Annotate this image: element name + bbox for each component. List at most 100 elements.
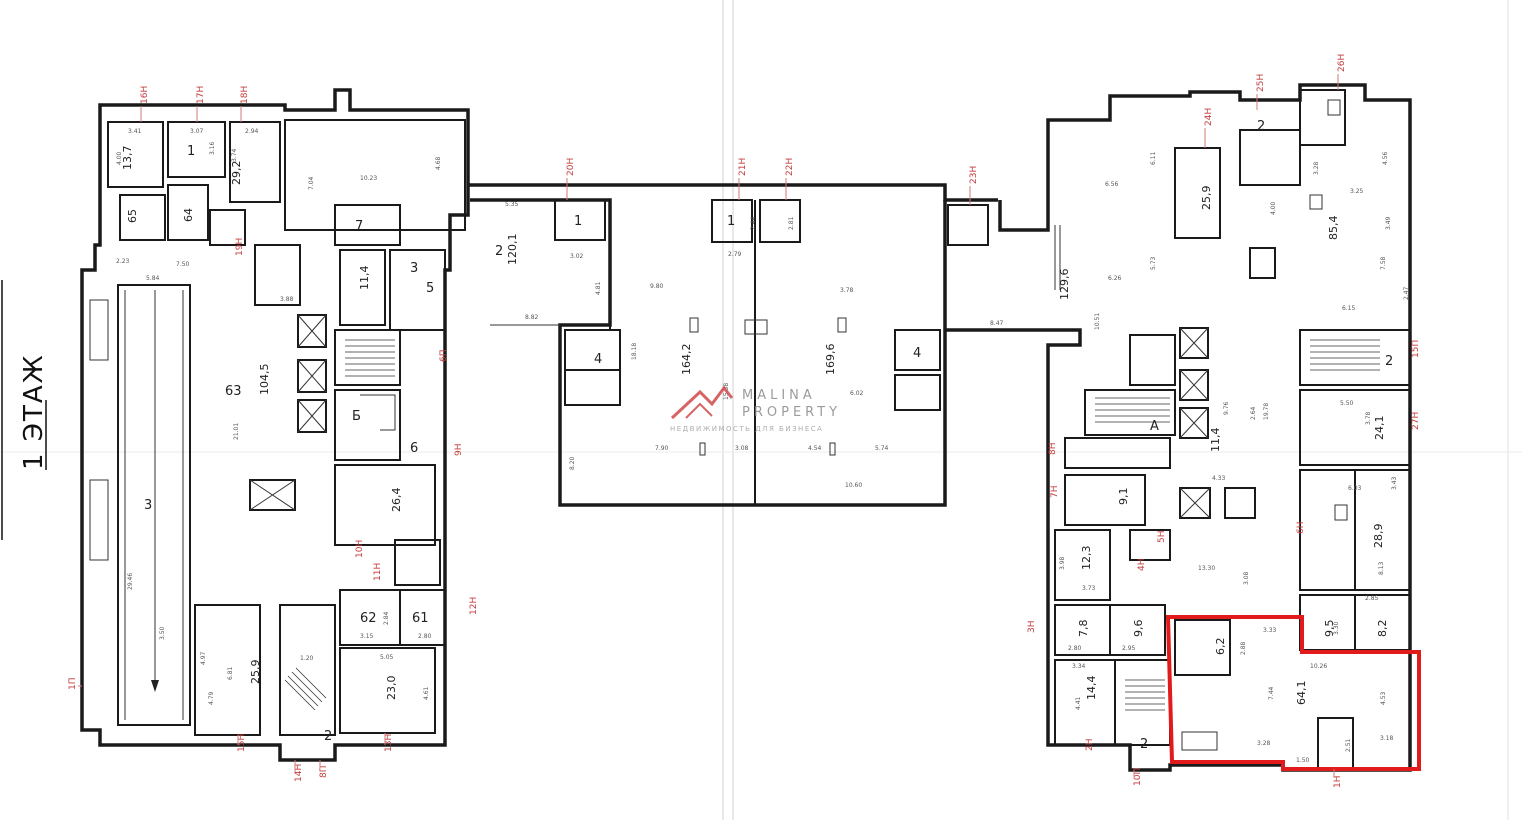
axis-marker: 22Н <box>785 158 795 200</box>
dimension-label: 5.73 <box>1150 256 1157 270</box>
dimension-label: 4.68 <box>435 156 442 170</box>
highlighted-unit-outline <box>1165 615 1421 771</box>
axis-label: 25Н <box>1256 74 1266 92</box>
axis-marker: 6Н <box>1296 522 1306 535</box>
dimension-label: 3.25 <box>1350 188 1364 195</box>
axis-label: 14Н <box>294 764 304 782</box>
dimension-label: 2.81 <box>788 216 795 230</box>
floor-title-text: 1 ЭТАЖ <box>19 353 49 470</box>
axis-label: 21Н <box>738 158 748 176</box>
dimension-label: 3.33 <box>1263 627 1277 634</box>
dimension-label: 6.02 <box>850 390 864 397</box>
dimension-label: 3.28 <box>1257 740 1271 747</box>
axis-marker: 7Н <box>1050 486 1060 499</box>
axis-label: 9Н <box>454 444 464 457</box>
dimension-label: 29.46 <box>127 573 134 590</box>
dimension-labels: 3.41 3.07 2.94 4.00 3.16 3.74 10.23 4.68… <box>116 128 1410 764</box>
dimension-label: 4.56 <box>1382 151 1389 165</box>
dimension-label: 7.04 <box>308 176 315 190</box>
axis-label: 8Н <box>1048 443 1058 456</box>
watermark-logo: MALINA PROPERTY НЕДВИЖИМОСТЬ ДЛЯ БИЗНЕСА <box>670 385 841 433</box>
logo-name-line2: PROPERTY <box>742 405 841 420</box>
axis-marker: 18Н <box>240 86 250 122</box>
dimension-label: 3.07 <box>190 128 204 135</box>
dimension-label: 2.95 <box>1122 645 1136 652</box>
room-number: 1 <box>574 214 582 229</box>
axis-marker: 9Н <box>454 444 464 457</box>
room-number: 62 <box>360 611 377 626</box>
dimension-label: 8.82 <box>525 314 539 321</box>
room-area: 11,4 <box>1209 428 1222 453</box>
room-number: 7 <box>355 219 363 234</box>
axis-marker: 13Н <box>384 733 394 752</box>
room-area: 29,2 <box>230 161 243 186</box>
axis-marker: 10П <box>1133 768 1143 786</box>
room-number: 2 <box>1257 119 1265 134</box>
room-area: 9,1 <box>1117 488 1130 506</box>
dimension-label: 4.61 <box>423 686 430 700</box>
axis-marker: 8П <box>319 760 329 778</box>
axis-label: 8П <box>319 766 329 779</box>
axis-marker: 26Н <box>1337 54 1347 90</box>
dimension-label: 3.08 <box>735 445 749 452</box>
dimension-label: 3.78 <box>1365 411 1372 425</box>
dimension-label: 4.00 <box>116 151 123 165</box>
dimension-label: 5.35 <box>505 201 519 208</box>
room-area: 65 <box>126 209 139 223</box>
room-area: 23,0 <box>385 676 398 701</box>
room-area: 64,1 <box>1295 681 1308 706</box>
dimension-label: 6.26 <box>1108 275 1122 282</box>
axis-label: 16Н <box>140 86 150 104</box>
axis-label: 20Н <box>566 158 576 176</box>
axis-label: 26Н <box>1337 54 1347 72</box>
dimension-label: 13.30 <box>1198 565 1215 572</box>
dimension-label: 3.02 <box>570 253 584 260</box>
room-number: 2 <box>1385 354 1393 369</box>
axis-marker: 5Н <box>1157 531 1167 544</box>
axis-label: 27Н <box>1411 412 1421 430</box>
dimension-label: 2.88 <box>1240 641 1247 655</box>
room-area: 64 <box>182 208 195 222</box>
room-number: 5 <box>426 281 434 296</box>
room-area: 13,7 <box>121 146 134 171</box>
dimension-label: 5.05 <box>380 654 394 661</box>
room-area: 85,4 <box>1327 216 1340 241</box>
dimension-label: 2.64 <box>1250 406 1257 420</box>
room-area: 6,2 <box>1214 638 1227 656</box>
dimension-label: 3.98 <box>1059 556 1066 570</box>
axis-label: 5Н <box>1157 531 1167 544</box>
dimension-label: 8.20 <box>569 456 576 470</box>
dimension-label: 7.50 <box>176 261 190 268</box>
axis-marker: 2Н <box>1085 739 1095 752</box>
axis-label: 11Н <box>373 563 383 581</box>
dimension-label: 3.49 <box>1385 216 1392 230</box>
axis-marker: 19Н <box>235 238 245 256</box>
dimension-label: 6.11 <box>1150 151 1157 165</box>
dimension-label: 3.50 <box>159 626 166 640</box>
room-areas: 13,7 29,2 64 65 120,1 164,2 169,6 129,6 … <box>121 146 1389 706</box>
dimension-label: 2.85 <box>1365 595 1379 602</box>
axis-marker: 1П <box>68 678 82 690</box>
room-number: 63 <box>225 384 242 399</box>
dimension-label: 2.44 <box>750 216 757 230</box>
axis-label: 15Н <box>237 734 247 752</box>
axis-label: 18Н <box>240 86 250 104</box>
room-number: 1 <box>187 144 195 159</box>
dimension-label: 3.41 <box>128 128 142 135</box>
dimension-label: 4.33 <box>1212 475 1226 482</box>
axis-marker: 20Н <box>566 158 576 200</box>
axis-marker: 10Н <box>355 540 365 558</box>
dimension-label: 3.73 <box>1082 585 1096 592</box>
dimension-label: 4.41 <box>1075 696 1082 710</box>
room-area: 9,6 <box>1132 620 1145 638</box>
axis-marker: 16Н <box>140 86 150 122</box>
floor-title: 1 ЭТАЖ <box>1 280 49 540</box>
dimension-label: 5.84 <box>146 275 160 282</box>
room-area: 120,1 <box>506 234 519 266</box>
room-area: 169,6 <box>824 344 837 376</box>
dimension-label: 2.80 <box>418 633 432 640</box>
dimension-label: 18.18 <box>631 343 638 360</box>
room-area: 28,9 <box>1372 524 1385 549</box>
